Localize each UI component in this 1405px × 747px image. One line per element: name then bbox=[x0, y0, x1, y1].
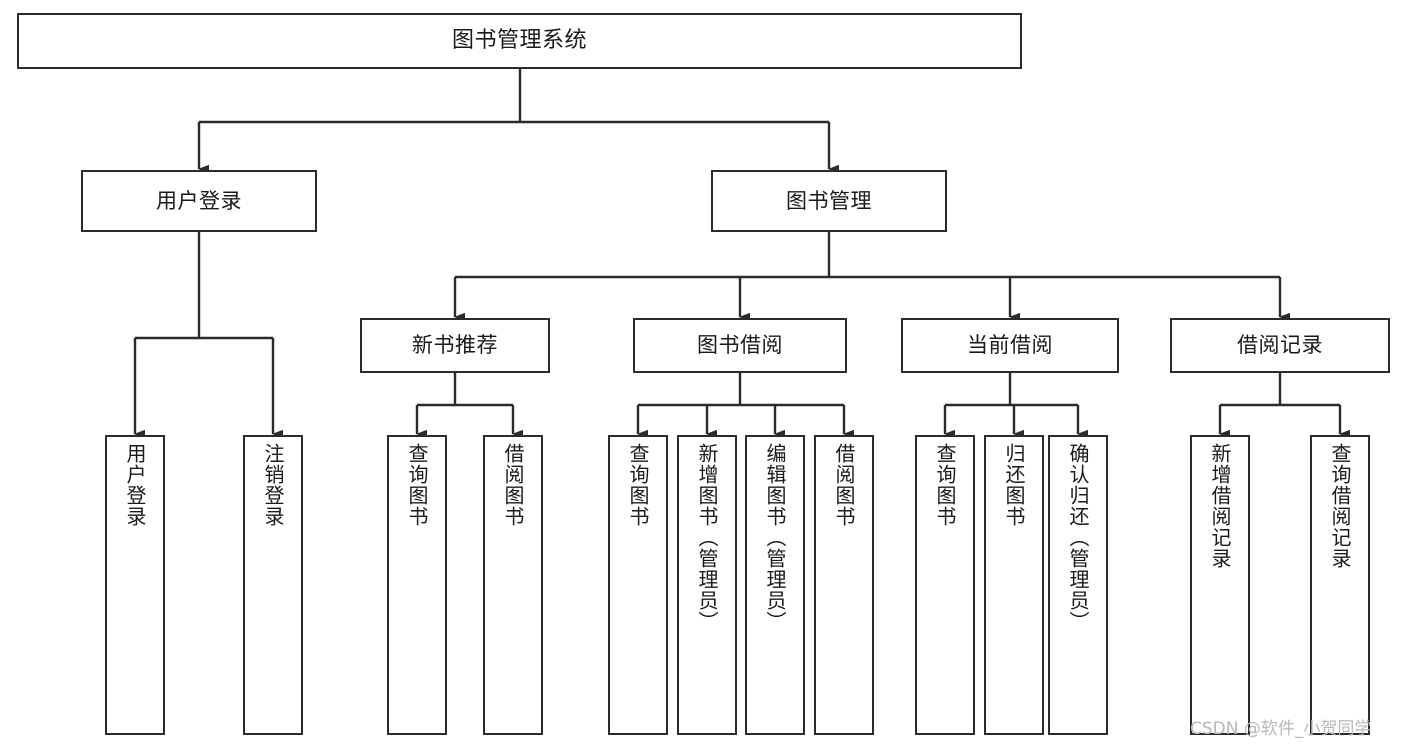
node-current[interactable]: 当前借阅 bbox=[901, 318, 1119, 373]
node-l-cu-confirm[interactable]: 确认归还（管理员） bbox=[1048, 435, 1108, 735]
node-root[interactable]: 图书管理系统 bbox=[17, 13, 1022, 69]
node-label: 图书管理 bbox=[786, 188, 872, 213]
node-label: 借阅图书 bbox=[501, 443, 525, 527]
node-label: 新增图书（管理员） bbox=[695, 443, 719, 632]
node-login[interactable]: 用户登录 bbox=[81, 170, 317, 232]
node-label: 新增借阅记录 bbox=[1208, 443, 1232, 569]
node-label: 归还图书 bbox=[1002, 443, 1026, 527]
node-l-rc-add[interactable]: 新增借阅记录 bbox=[1190, 435, 1250, 735]
node-l-login[interactable]: 用户登录 bbox=[105, 435, 165, 735]
node-l-bw-edit[interactable]: 编辑图书（管理员） bbox=[745, 435, 805, 735]
node-l-bw-borrow[interactable]: 借阅图书 bbox=[814, 435, 874, 735]
node-l-nb-query[interactable]: 查询图书 bbox=[387, 435, 447, 735]
node-l-cu-return[interactable]: 归还图书 bbox=[984, 435, 1044, 735]
node-label: 查询图书 bbox=[626, 443, 650, 527]
node-label: 注销登录 bbox=[261, 443, 285, 527]
node-label: 确认归还（管理员） bbox=[1066, 443, 1090, 632]
node-label: 当前借阅 bbox=[967, 333, 1053, 358]
node-bookmgmt[interactable]: 图书管理 bbox=[711, 170, 947, 232]
node-l-bw-add[interactable]: 新增图书（管理员） bbox=[677, 435, 737, 735]
node-label: 借阅记录 bbox=[1237, 333, 1323, 358]
node-label: 图书管理系统 bbox=[451, 28, 587, 54]
node-records[interactable]: 借阅记录 bbox=[1170, 318, 1390, 373]
node-label: 新书推荐 bbox=[412, 333, 498, 358]
node-l-bw-query[interactable]: 查询图书 bbox=[608, 435, 668, 735]
node-label: 用户登录 bbox=[156, 188, 242, 213]
node-label: 图书借阅 bbox=[697, 333, 783, 358]
node-l-rc-query[interactable]: 查询借阅记录 bbox=[1310, 435, 1370, 735]
node-newbook[interactable]: 新书推荐 bbox=[360, 318, 550, 373]
node-label: 用户登录 bbox=[123, 443, 147, 527]
node-label: 查询图书 bbox=[933, 443, 957, 527]
node-label: 查询图书 bbox=[405, 443, 429, 527]
node-label: 查询借阅记录 bbox=[1328, 443, 1352, 569]
node-l-nb-borrow[interactable]: 借阅图书 bbox=[483, 435, 543, 735]
node-label: 编辑图书（管理员） bbox=[763, 443, 787, 632]
node-l-logout[interactable]: 注销登录 bbox=[243, 435, 303, 735]
node-label: 借阅图书 bbox=[832, 443, 856, 527]
node-borrow[interactable]: 图书借阅 bbox=[633, 318, 847, 373]
node-l-cu-query[interactable]: 查询图书 bbox=[915, 435, 975, 735]
